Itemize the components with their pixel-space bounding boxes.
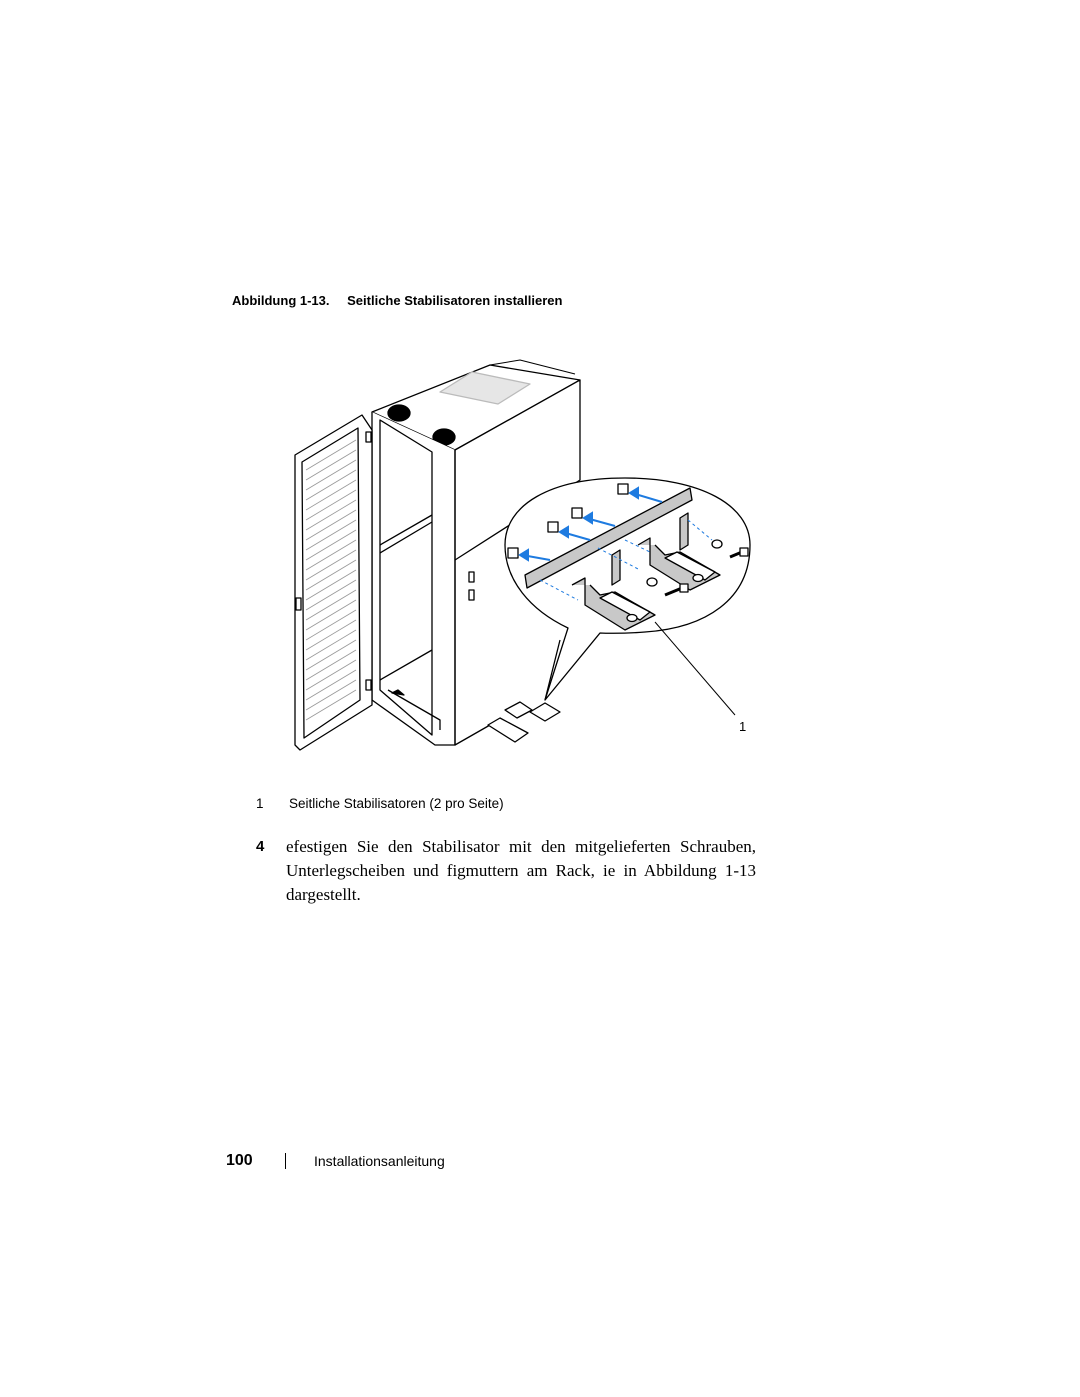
- insertion-arrows: [518, 486, 663, 562]
- legend-item-number: 1: [256, 796, 264, 811]
- step-text: efestigen Sie den Stabilisator mit den m…: [286, 837, 756, 904]
- figure-caption: Abbildung 1-13. Seitliche Stabilisatoren…: [232, 293, 562, 308]
- callout-leader: [654, 621, 736, 716]
- legend-item-text: Seitliche Stabilisatoren (2 pro Seite): [289, 796, 504, 811]
- step-number: 4: [256, 838, 265, 855]
- figure-legend: 1 Seitliche Stabilisatoren (2 pro Seite): [256, 796, 504, 811]
- instruction-step: 4 efestigen Sie den Stabilisator mit den…: [256, 835, 756, 907]
- document-title: Installationsanleitung: [314, 1153, 445, 1169]
- footer-divider: [285, 1153, 286, 1169]
- rack-stabilizer-illustration: [294, 359, 751, 751]
- page-footer: 100 Installationsanleitung: [226, 1150, 626, 1174]
- figure-caption-title: Seitliche Stabilisatoren installieren: [347, 293, 563, 308]
- page-number: 100: [226, 1152, 253, 1169]
- stabilizer-bar: [524, 487, 693, 589]
- figure-callout-number: 1: [739, 719, 747, 734]
- cable-opening: [387, 404, 411, 422]
- detail-callout-outline: [504, 477, 751, 701]
- figure-caption-label: Abbildung 1-13.: [232, 293, 330, 308]
